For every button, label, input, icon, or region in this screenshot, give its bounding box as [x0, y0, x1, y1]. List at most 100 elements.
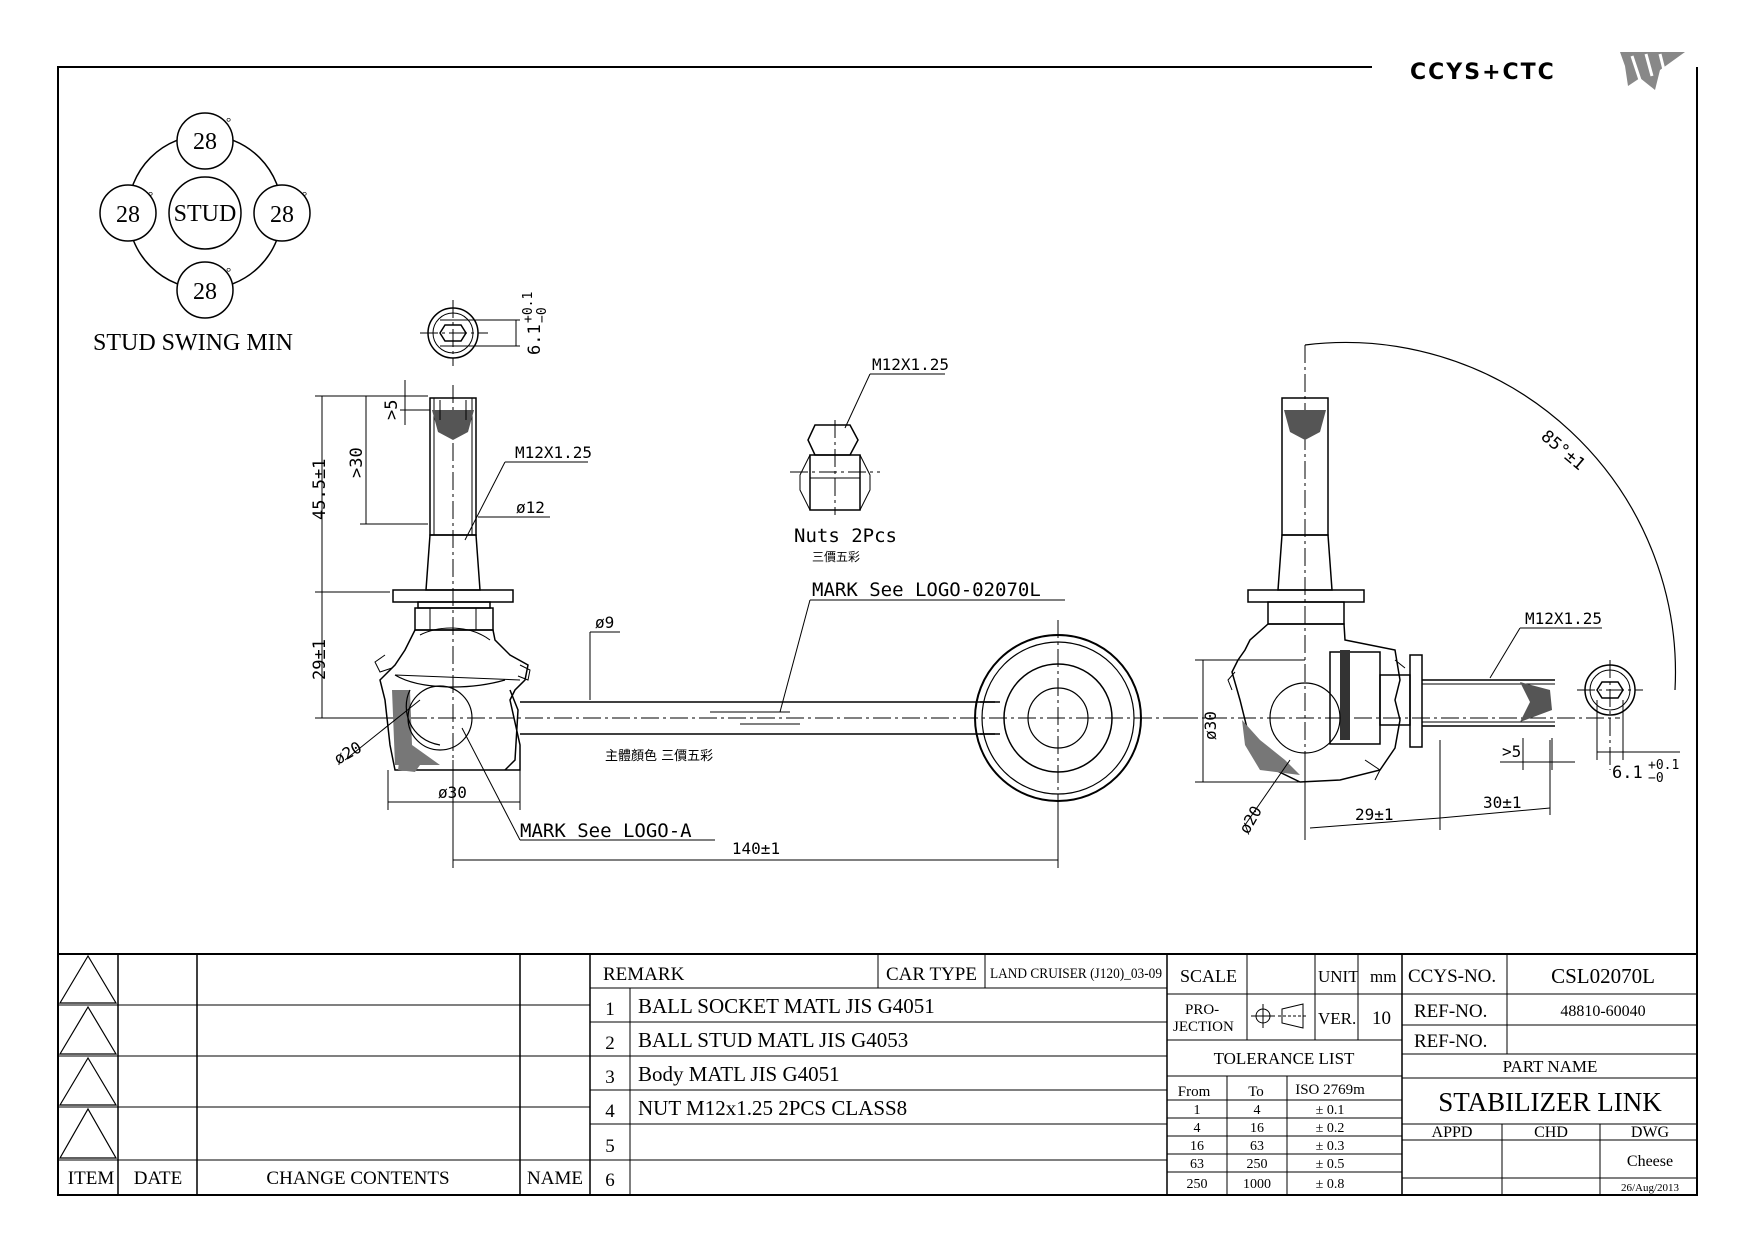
rev-header-name: NAME: [527, 1168, 583, 1189]
drawing-date: 26/Aug/2013: [1621, 1182, 1680, 1194]
svg-text:5: 5: [605, 1136, 615, 1157]
svg-text:+0.1: +0.1: [521, 292, 536, 323]
swing-title: STUD SWING MIN: [93, 330, 293, 356]
part-name: STABILIZER LINK: [1438, 1087, 1662, 1117]
remark-row-2: BALL STUD MATL JIS G4053: [638, 1028, 908, 1052]
svg-text:From: From: [1178, 1084, 1211, 1100]
stabilizer-link-side-view: 45.5±1 >30 >5 29±1 M12X1.25 ø12 ø20 ø30 …: [310, 380, 1180, 868]
unit-value: mm: [1370, 967, 1396, 986]
version-value: 10: [1372, 1008, 1391, 1029]
svg-text:6.1: 6.1: [525, 324, 545, 355]
svg-text:°: °: [226, 114, 231, 129]
mark-logo-a: MARK See LOGO-A: [520, 820, 692, 842]
title-block: ITEM DATE CHANGE CONTENTS NAME REMARK CA…: [58, 953, 1697, 1195]
dwg-label: DWG: [1631, 1124, 1670, 1141]
svg-text:± 0.8: ± 0.8: [1316, 1177, 1345, 1192]
appd-label: APPD: [1432, 1124, 1473, 1141]
brand-logo-text: CCYS+CTC: [1410, 60, 1556, 85]
svg-text:−0: −0: [1648, 771, 1664, 786]
rev-header-date: DATE: [134, 1168, 183, 1189]
tolerance-title: TOLERANCE LIST: [1214, 1049, 1355, 1068]
dim-gt-5: >5: [382, 400, 402, 420]
dim-dia30-right: ø30: [1201, 711, 1220, 740]
svg-text:2: 2: [605, 1033, 615, 1054]
remark-row-1: BALL SOCKET MATL JIS G4051: [638, 994, 935, 1018]
swing-center-circle: [168, 176, 242, 250]
stabilizer-link-front-view: 6.1 +0.1 −0 85°±1 M12X1.25 ø30 ø20 >5 29…: [1180, 341, 1680, 840]
svg-text:PRO-: PRO-: [1185, 1002, 1219, 1018]
swing-center-label: STUD: [174, 201, 237, 227]
dim-angle-85: 85°±1: [1537, 427, 1589, 475]
dim-dia9: ø9: [595, 613, 614, 632]
dim-thread-right: M12X1.25: [1525, 609, 1602, 628]
dim-dia30-left: ø30: [438, 783, 467, 802]
svg-text:± 0.3: ± 0.3: [1316, 1139, 1345, 1154]
rev-header-item: ITEM: [68, 1168, 115, 1189]
rev-header-contents: CHANGE CONTENTS: [266, 1168, 449, 1189]
nuts-cn-label: 三價五彩: [812, 550, 860, 564]
swing-top-value: 28: [193, 129, 217, 155]
remark-row-3: Body MATL JIS G4051: [638, 1062, 840, 1086]
svg-text:63: 63: [1190, 1157, 1204, 1172]
brand-logo-mark: [1620, 52, 1685, 90]
ccys-no-value: CSL02070L: [1551, 964, 1655, 988]
part-info-block: CCYS-NO. CSL02070L REF-NO. 48810-60040 R…: [1402, 954, 1697, 1195]
version-label: VER.: [1318, 1009, 1356, 1028]
svg-text:± 0.2: ± 0.2: [1316, 1121, 1345, 1136]
svg-text:°: °: [302, 188, 307, 203]
dim-dia12: ø12: [516, 498, 545, 517]
dim-45-5: 45.5±1: [310, 459, 330, 520]
swing-right-value: 28: [270, 202, 294, 228]
svg-text:+0.1: +0.1: [1648, 758, 1679, 773]
unit-label: UNIT: [1318, 967, 1359, 986]
dim-29-right: 29±1: [1355, 805, 1394, 824]
svg-text:3: 3: [605, 1067, 615, 1088]
remark-header: REMARK: [603, 964, 685, 985]
projection-label: JECTION: [1173, 1019, 1234, 1035]
nut-thread: M12X1.25: [872, 355, 949, 374]
svg-text:1000: 1000: [1243, 1177, 1271, 1192]
part-name-label: PART NAME: [1503, 1057, 1598, 1076]
svg-text:250: 250: [1187, 1177, 1208, 1192]
svg-text:63: 63: [1250, 1139, 1264, 1154]
svg-text:−0: −0: [535, 307, 550, 323]
stud-swing-diagram: 28 28 28 28 STUD ° ° ° ° STUD SWING MIN: [93, 112, 311, 356]
dim-length-140: 140±1: [732, 839, 780, 858]
swing-left-circle: [99, 184, 157, 242]
dim-6-1-right: 6.1: [1612, 763, 1643, 783]
ccys-no-label: CCYS-NO.: [1408, 966, 1496, 987]
svg-text:16: 16: [1250, 1121, 1264, 1136]
swing-right-circle: [253, 184, 311, 242]
car-type-value: LAND CRUISER (J120)_03-09: [990, 966, 1162, 982]
svg-text:± 0.1: ± 0.1: [1316, 1103, 1345, 1118]
svg-text:°: °: [148, 188, 153, 203]
nuts-label: Nuts 2Pcs: [794, 525, 897, 547]
remark-table: REMARK CAR TYPE LAND CRUISER (J120)_03-0…: [590, 954, 1168, 1195]
ref-no-label-1: REF-NO.: [1414, 1001, 1487, 1022]
swing-top-circle: [176, 112, 234, 170]
svg-text:16: 16: [1190, 1139, 1204, 1154]
svg-text:1: 1: [1194, 1103, 1201, 1118]
svg-text:4: 4: [605, 1101, 615, 1122]
dim-thread-left: M12X1.25: [515, 443, 592, 462]
ref-no-label-2: REF-NO.: [1414, 1031, 1487, 1052]
dim-gt-5-right: >5: [1502, 742, 1521, 761]
dim-gt-30: >30: [347, 447, 367, 478]
svg-text:°: °: [226, 264, 231, 279]
dim-29: 29±1: [310, 639, 330, 680]
nut-view: M12X1.25 Nuts 2Pcs 三價五彩: [790, 355, 949, 564]
svg-text:1: 1: [605, 999, 615, 1020]
dim-dia20-left: ø20: [331, 738, 366, 769]
dwg-name: Cheese: [1627, 1153, 1673, 1170]
svg-text:± 0.5: ± 0.5: [1316, 1157, 1345, 1172]
svg-text:4: 4: [1194, 1121, 1201, 1136]
brand-logo: CCYS+CTC: [1410, 52, 1685, 90]
svg-text:250: 250: [1247, 1157, 1268, 1172]
projection-symbol-icon: [1251, 1003, 1308, 1029]
sheet-border: [57, 66, 1698, 1196]
body-color-note: 主體顏色 三價五彩: [605, 748, 713, 764]
stud-top-view-left: 6.1 +0.1 −0: [420, 292, 550, 366]
dim-30-right: 30±1: [1483, 793, 1522, 812]
revision-table: ITEM DATE CHANGE CONTENTS NAME: [58, 954, 591, 1195]
spec-block: SCALE UNIT mm PRO- JECTION VER. 10 TOLER…: [1167, 954, 1403, 1195]
